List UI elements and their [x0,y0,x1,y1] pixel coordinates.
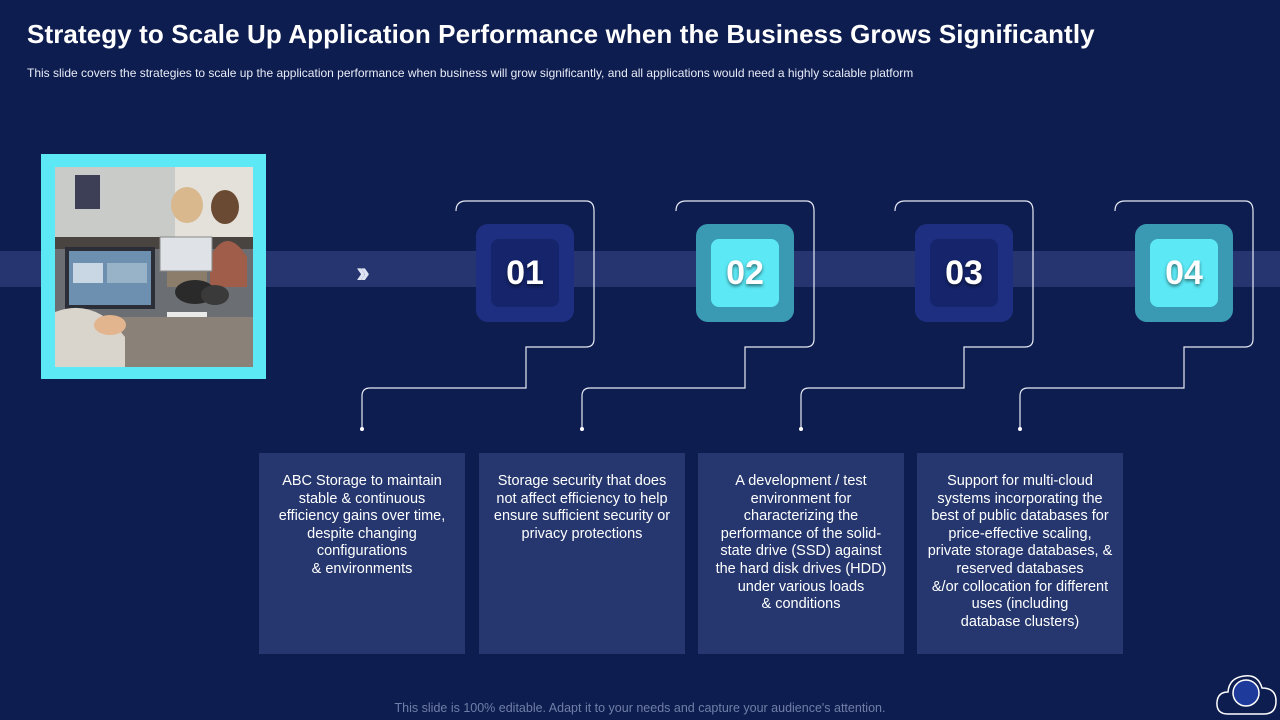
cloud-icon [1216,675,1277,715]
photo-people-at-laptop [55,167,253,367]
step-card-01: ABC Storage to maintain stable & continu… [259,453,465,654]
step-number: 02 [711,239,779,307]
slide-title: Strategy to Scale Up Application Perform… [27,19,1095,49]
step-card-04: Support for multi-cloud systems incorpor… [917,453,1123,654]
step-box-01: 01 [476,224,574,322]
photo-frame [41,154,266,379]
slide-subtitle: This slide covers the strategies to scal… [27,66,914,80]
step-number: 04 [1150,239,1218,307]
step-card-03: A development / test environment for cha… [698,453,904,654]
footer-note: This slide is 100% editable. Adapt it to… [394,701,886,715]
step-box-03: 03 [915,224,1013,322]
step-box-02: 02 [696,224,794,322]
step-number: 01 [491,239,559,307]
step-card-02: Storage security that does not affect ef… [479,453,685,654]
step-number: 03 [930,239,998,307]
step-box-04: 04 [1135,224,1233,322]
